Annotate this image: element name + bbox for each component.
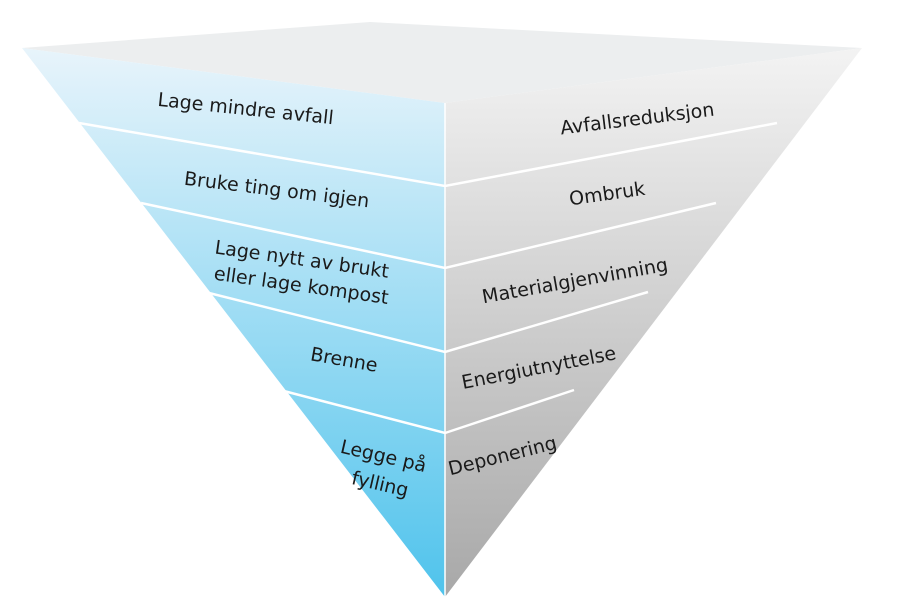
pyramid-top-face [22,22,862,103]
pyramid-left-face [22,48,445,597]
pyramid-right-face [445,48,862,597]
